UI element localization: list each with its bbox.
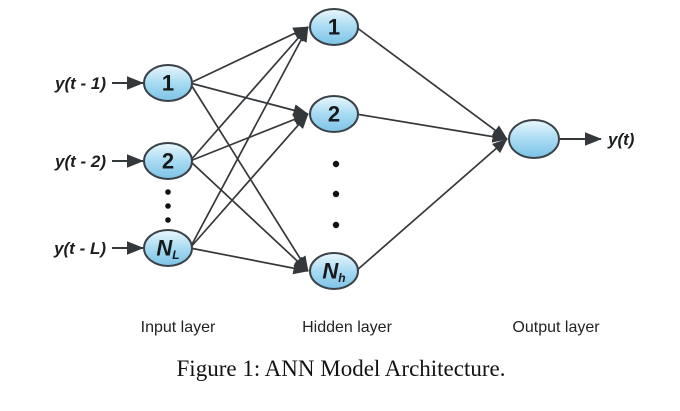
hidden-node-label-3: Nh (322, 259, 345, 286)
input-layer-label: Input layer (141, 319, 216, 336)
figure-caption: Figure 1: ANN Model Architecture. (177, 356, 506, 381)
input-signal-label-1: y(t - 1) (54, 74, 106, 93)
output-layer-label: Output layer (512, 319, 600, 336)
input-node-label-2: 2 (162, 149, 174, 174)
hidden-node-1 (309, 8, 359, 46)
input-node-label-1: 1 (162, 71, 174, 96)
edge-input2-to-hidden1 (189, 26, 309, 162)
edge-input3-to-hidden2 (189, 113, 309, 249)
input-signal-label-3: y(t - L) (53, 239, 106, 258)
edge-input2-to-hidden3 (189, 160, 309, 272)
hidden-ellipsis-dot-3 (332, 221, 340, 229)
hidden-node-3 (309, 252, 359, 290)
input-ellipsis-dot-1 (165, 189, 171, 195)
hidden-node-2 (309, 95, 359, 133)
edge-hidden2-to-output (355, 113, 508, 143)
input-node-2 (143, 142, 193, 180)
nodes-layer: 1 2NL 1 2Nh (143, 8, 560, 290)
edge-input1-to-hidden2 (189, 82, 309, 117)
edges-layer (112, 26, 602, 275)
hidden-ellipsis-dot-2 (332, 190, 340, 198)
edge-input3-to-hidden1 (189, 26, 309, 249)
output-signal-label: y(t) (607, 130, 635, 149)
hidden-node-label-1: 1 (328, 15, 340, 40)
input-signal-label-2: y(t - 2) (54, 152, 106, 171)
edge-input1-to-hidden3 (189, 82, 309, 272)
edge-input1-to-hidden1 (189, 26, 309, 84)
hidden-layer-label: Hidden layer (302, 319, 393, 336)
edge-input3-to-hidden3 (189, 247, 309, 275)
input-node-1 (143, 64, 193, 102)
input-ellipsis-dot-3 (165, 217, 171, 223)
input-ellipsis-dot-2 (165, 203, 171, 209)
hidden-node-label-2: 2 (328, 102, 340, 127)
input-node-label-3: NL (156, 236, 179, 263)
input-node-3 (143, 229, 193, 267)
edge-hidden3-to-output (355, 138, 508, 272)
edge-hidden1-to-output (355, 26, 508, 140)
hidden-ellipsis-dot-1 (332, 160, 340, 168)
output-node-1 (508, 119, 560, 159)
